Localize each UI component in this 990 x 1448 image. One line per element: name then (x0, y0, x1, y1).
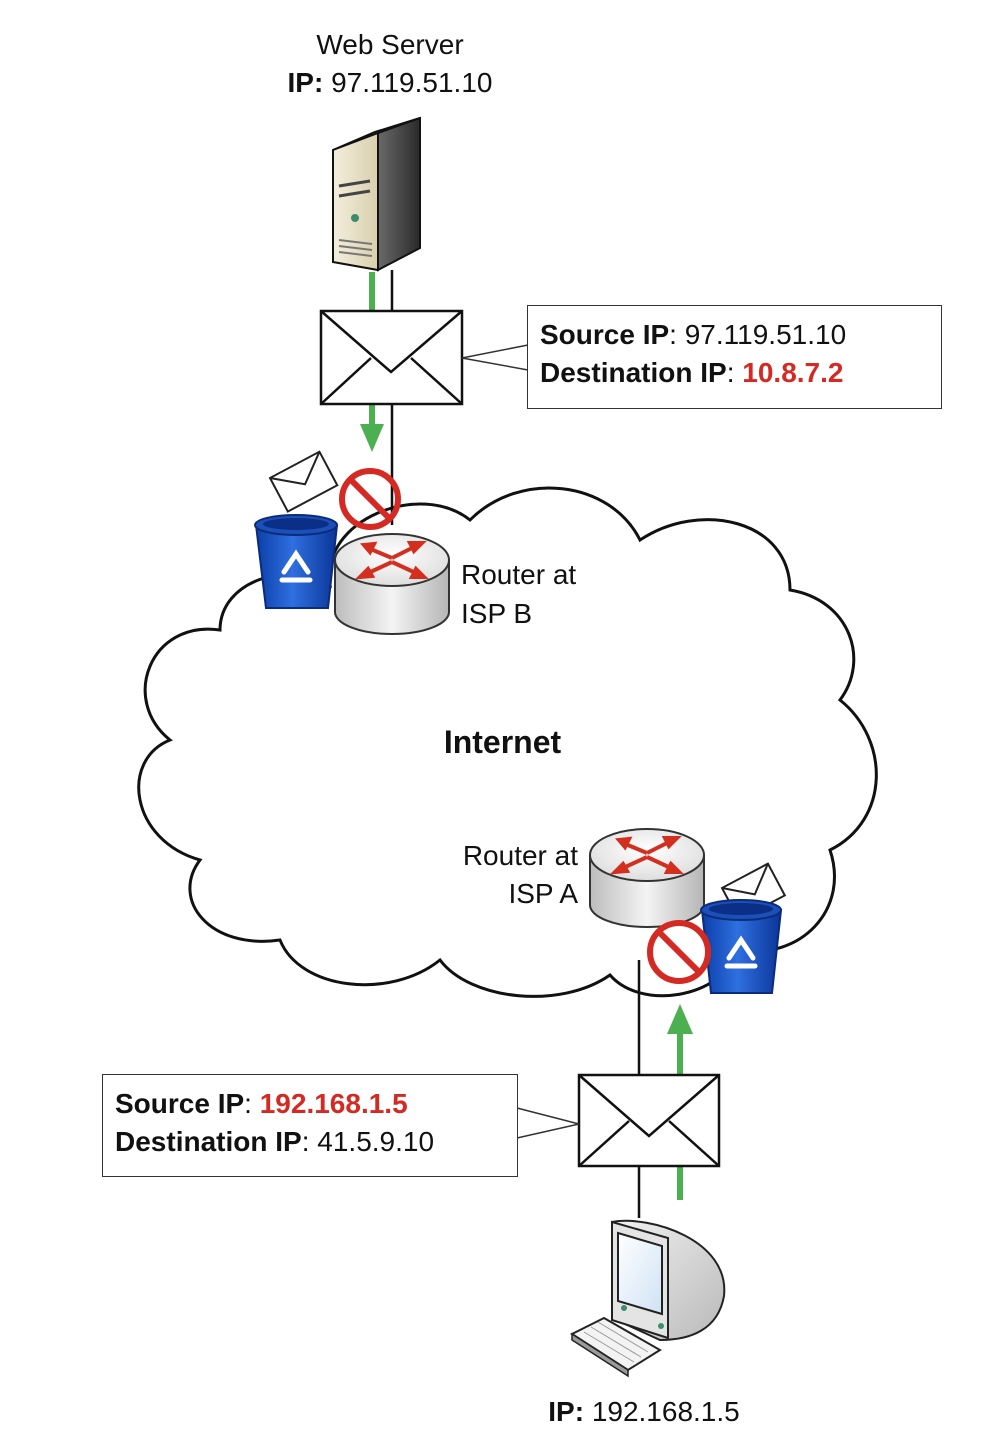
callout-pointer (461, 344, 529, 371)
router-a-label-line2: ISP A (508, 878, 578, 909)
spoofed-source-ip: 192.168.1.5 (259, 1088, 408, 1119)
computer-icon (569, 1219, 726, 1378)
router-a-label-line1: Router at (462, 840, 578, 871)
router-b-label-line1: Router at (461, 559, 577, 590)
client-ip-label: IP: (548, 1396, 585, 1427)
client-ip: IP: 192.168.1.5 (494, 1395, 794, 1429)
destination-ip-row: Destination IP: 10.8.7.2 (540, 357, 844, 388)
web-server-ip-label: IP: (287, 67, 324, 98)
internet-label: Internet (443, 724, 562, 760)
blocked-icon (339, 468, 401, 530)
router-icon (334, 533, 450, 635)
client-ip-value: 192.168.1.5 (591, 1396, 740, 1427)
envelope-icon (319, 309, 464, 406)
web-server-ip-value: 97.119.51.10 (331, 67, 493, 98)
source-ip-row: Source IP: 97.119.51.10 (540, 319, 847, 350)
recycle-bin-icon (700, 862, 787, 994)
router-b-label-line2: ISP B (461, 598, 533, 629)
spoofed-destination-ip: 10.8.7.2 (742, 357, 844, 388)
blocked-icon (647, 920, 711, 984)
arrow-icon (360, 272, 384, 452)
callout-pointer (516, 1107, 580, 1139)
server-icon (332, 116, 421, 272)
source-ip-row: Source IP: 192.168.1.5 (115, 1088, 408, 1119)
router-icon (589, 828, 705, 928)
arrow-icon (667, 1004, 693, 1200)
envelope-icon (577, 1073, 721, 1168)
destination-ip-row: Destination IP: 41.5.9.10 (115, 1126, 435, 1157)
web-server-title: Web Server (316, 29, 464, 60)
recycle-bin-icon (254, 450, 339, 609)
packet-info-callout-bottom: Source IP: 192.168.1.5 Destination IP: 4… (102, 1074, 518, 1177)
packet-info-callout-top: Source IP: 97.119.51.10 Destination IP: … (527, 305, 942, 409)
web-server-ip: IP: 97.119.51.10 (240, 66, 540, 100)
